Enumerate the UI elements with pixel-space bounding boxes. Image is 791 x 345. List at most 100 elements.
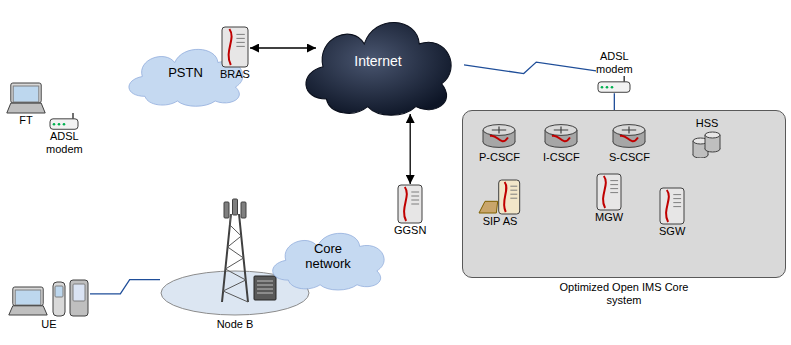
icon-part: [622, 126, 636, 133]
icon-part: [610, 184, 618, 185]
icon-part: [53, 123, 56, 126]
icon-part: [673, 206, 681, 207]
icon-part: [273, 233, 384, 290]
node-label: Node B: [217, 318, 254, 331]
icon-part: [236, 38, 244, 39]
sgw-server: SGW: [659, 187, 685, 238]
icon-part: [404, 187, 407, 221]
icon-part: [606, 86, 609, 89]
icon-part: [510, 198, 517, 199]
icon-part: [624, 76, 626, 82]
icon-part: [613, 125, 645, 136]
icon-part: [9, 306, 47, 315]
mgw-server-picture: [596, 173, 622, 211]
node-label: FT: [19, 114, 32, 127]
bras-server: BRAS: [220, 26, 250, 81]
icon-part: [610, 192, 618, 193]
link-line: [410, 114, 411, 184]
node-label: SIP AS: [483, 215, 518, 228]
node-label: Internet: [354, 53, 401, 69]
icon-part: [223, 214, 248, 302]
laptop-terminal: FT: [6, 82, 46, 127]
icon-part: [552, 136, 570, 142]
wireless-link: [90, 280, 160, 294]
icon-part: [499, 180, 520, 214]
icon-part: [673, 194, 681, 195]
icon-part: [610, 180, 618, 181]
icon-part: [666, 190, 669, 222]
icon-part: [412, 192, 420, 193]
adsl-modem: ADSL modem: [596, 50, 633, 93]
node-label: PSTN: [168, 66, 203, 81]
icon-part: [492, 126, 506, 133]
icon-part: [257, 289, 273, 290]
icon-part: [483, 125, 515, 136]
node-label: GGSN: [394, 224, 426, 237]
user-equipment: UE: [8, 274, 90, 331]
icon-part: [257, 293, 273, 294]
icon-part: [236, 34, 244, 35]
icon-part: [673, 202, 681, 203]
node-label: SGW: [659, 225, 685, 238]
icon-part: [490, 136, 508, 142]
bras-server-picture: [221, 26, 249, 68]
icon-part: [63, 123, 66, 126]
modem-icon: [598, 76, 630, 92]
icon-part: [306, 23, 451, 116]
icon-part: [545, 125, 577, 136]
icon-part: [412, 200, 420, 201]
icon-part: [504, 182, 506, 212]
icon-part: [660, 188, 684, 224]
sip-as-server-picture: [477, 179, 523, 215]
server-icon: [398, 185, 422, 223]
icon-part: [15, 290, 41, 305]
p-cscf-router-picture: [481, 121, 517, 151]
link-line: [614, 93, 615, 110]
icon-part: [73, 113, 75, 119]
icon-part: [13, 287, 43, 306]
adsl-modem-picture: [597, 75, 631, 93]
icon-part: [598, 82, 630, 92]
node-label: S-CSCF: [609, 151, 650, 164]
internet-cloud: Internet: [292, 4, 464, 118]
router-icon: [545, 125, 577, 148]
icon-part: [7, 103, 45, 113]
hss-database: HSS: [691, 117, 723, 158]
icon-part: [554, 126, 568, 133]
phones-icon: [9, 280, 88, 316]
hss-database-picture: [691, 130, 723, 158]
icon-part: [597, 174, 621, 210]
node-label: ADSL modem: [596, 50, 633, 75]
user-equipment-picture: [8, 274, 90, 318]
node-label: ADSL modem: [46, 130, 83, 155]
icon-part: [499, 180, 520, 214]
icon-part: [58, 123, 61, 126]
router-icon: [483, 125, 515, 148]
modem-icon: [50, 113, 78, 129]
icon-part: [11, 83, 41, 103]
ims-core-panel: Optimized Open IMS Core systemP-CSCFI-CS…: [462, 110, 786, 278]
icon-part: [241, 202, 246, 218]
p-cscf-router: P-CSCF: [479, 121, 520, 164]
icon-part: [603, 176, 606, 208]
icon-part: [510, 194, 517, 195]
server-icon: [660, 188, 684, 224]
icon-part: [705, 132, 720, 138]
icon-part: [398, 185, 422, 223]
icon-part: [70, 280, 88, 316]
icon-part: [224, 202, 229, 218]
icon-part: [673, 198, 681, 199]
node-label: MGW: [595, 211, 623, 224]
sip-as-server: SIP AS: [477, 179, 523, 228]
node-label: BRAS: [220, 68, 250, 81]
icon-part: [479, 201, 498, 213]
server-icon: [597, 174, 621, 210]
link-line: [250, 47, 316, 48]
icon-part: [412, 204, 420, 205]
i-cscf-router: I-CSCF: [543, 121, 580, 164]
icon-part: [510, 186, 517, 187]
laptop-terminal-picture: [6, 82, 46, 114]
core-network-cloud: Core network: [262, 222, 394, 292]
icon-part: [236, 42, 244, 43]
icon-part: [53, 282, 65, 316]
